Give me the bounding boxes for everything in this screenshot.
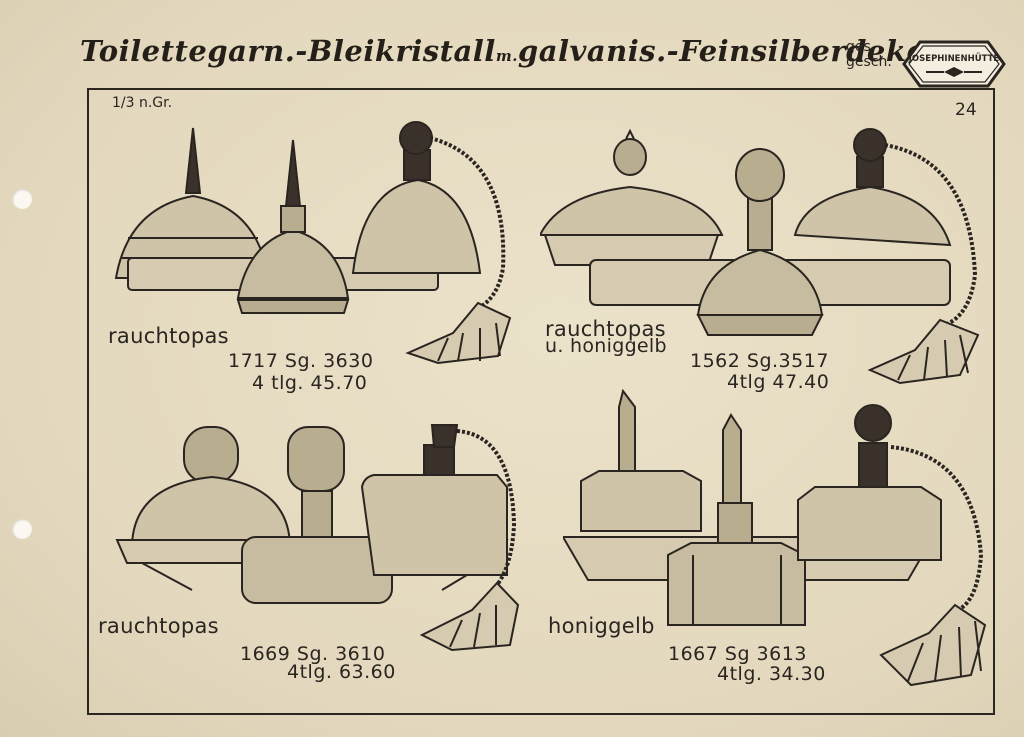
item-3-model: 1669 Sg. 3610 xyxy=(240,643,386,665)
item-4-price: 4tlg. 34.30 xyxy=(717,663,826,685)
josephinenhuette-logo: JOSEPHINENHÜTTE xyxy=(902,40,1006,88)
page-number: 24 xyxy=(955,100,977,120)
item-2-price: 4tlg 47.40 xyxy=(727,371,830,393)
ges-text: ges. xyxy=(846,39,876,55)
title-sub: m. xyxy=(495,47,518,65)
item-1-color: rauchtopas xyxy=(108,324,229,348)
catalog-frame xyxy=(87,88,995,715)
set-1669-illustration xyxy=(115,424,520,652)
item-4-model: 1667 Sg 3613 xyxy=(668,643,807,665)
item-3-price: 4tlg. 63.60 xyxy=(287,661,396,683)
item-2-model: 1562 Sg.3517 xyxy=(690,350,829,372)
item-1-price: 4 tlg. 45.70 xyxy=(252,372,368,394)
scale-note: 1/3 n.Gr. xyxy=(112,95,173,111)
set-1562-illustration xyxy=(540,128,980,385)
item-1-model: 1717 Sg. 3630 xyxy=(228,350,374,372)
gesch-text: gesch. xyxy=(846,54,892,70)
item-3-color: rauchtopas xyxy=(98,614,219,638)
catalog-title: Toilettegarn.-Bleikristallm.galvanis.-Fe… xyxy=(80,34,983,68)
item-4-color: honiggelb xyxy=(548,614,655,638)
item-2-color: rauchtopas xyxy=(545,317,666,341)
title-part-1: Toilettegarn.-Bleikristall xyxy=(80,34,496,68)
punch-hole-top xyxy=(12,189,32,209)
punch-hole-bottom xyxy=(12,519,32,539)
logo-text: JOSEPHINENHÜTTE xyxy=(908,53,1000,64)
item-2-color-extra: u. honiggelb xyxy=(545,335,667,357)
set-1717-illustration xyxy=(114,121,512,365)
set-1667-illustration xyxy=(563,388,987,687)
registered-note: ges. gesch. xyxy=(846,40,892,70)
